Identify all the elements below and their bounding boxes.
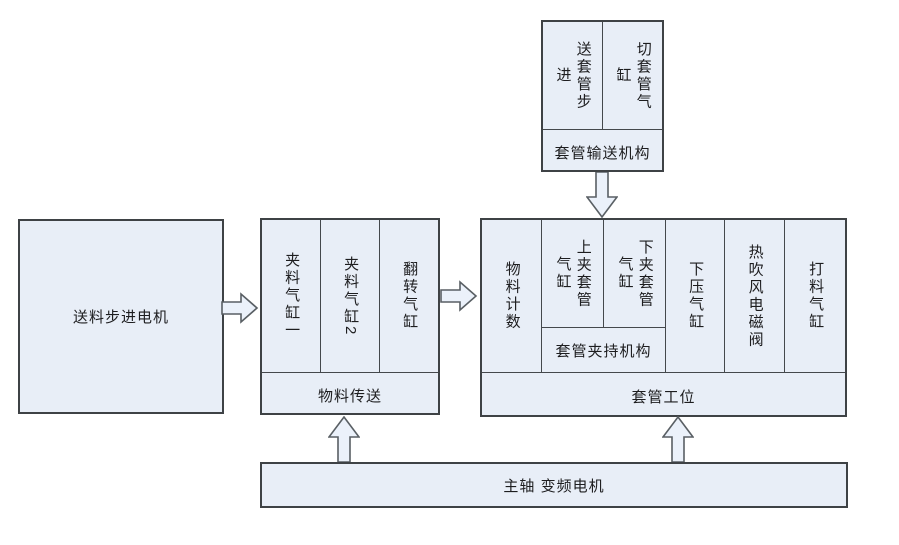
cell-sleeve-feed-stepper-label: 送套管步进 — [554, 40, 592, 111]
sleeve-clamp-title: 套管夹持机构 — [555, 342, 652, 360]
box-material-transfer-unit: 夹料气缸一 夹料气缸2 翻转气缸 物料传送 — [260, 218, 440, 415]
cell-clamp-cylinder-2-label: 夹料气缸2 — [342, 255, 360, 337]
sleeve-conveyor-title: 套管输送机构 — [554, 144, 651, 162]
arrow-right-icon — [440, 280, 478, 312]
box-spindle-motor: 主轴 变频电机 — [260, 462, 848, 508]
cell-sleeve-cut-cylinder: 切套管气缸 — [603, 22, 662, 129]
cell-eject-cylinder: 打料气缸 — [785, 220, 845, 372]
cell-flip-cylinder-label: 翻转气缸 — [401, 261, 419, 331]
spindle-motor-label: 主轴 变频电机 — [503, 477, 605, 495]
sleeve-station-footer: 套管工位 — [482, 372, 845, 419]
cell-hot-air-solenoid-valve: 热吹风电磁阀 — [725, 220, 785, 372]
cell-clamp-cylinder-2: 夹料气缸2 — [321, 220, 380, 372]
cell-clamp-cylinder-1-label: 夹料气缸一 — [283, 252, 301, 340]
cell-eject-cylinder-label: 打料气缸 — [807, 261, 825, 331]
cell-lower-clamp-cylinder-label: 下夹套管气缸 — [616, 238, 654, 309]
sleeve-clamp-footer: 套管夹持机构 — [542, 328, 665, 372]
cell-hot-air-solenoid-valve-label: 热吹风电磁阀 — [746, 243, 764, 349]
cell-sleeve-feed-stepper: 送套管步进 — [543, 22, 603, 129]
cell-lower-clamp-cylinder: 下夹套管气缸 — [604, 220, 665, 328]
material-transfer-cells: 夹料气缸一 夹料气缸2 翻转气缸 — [262, 220, 438, 372]
sleeve-clamp-group: 上夹套管气缸 下夹套管气缸 套管夹持机构 — [542, 220, 666, 372]
arrow-up-icon — [328, 416, 360, 462]
cell-material-counter: 物料计数 — [482, 220, 542, 372]
box-sleeve-conveyor-unit: 送套管步进 切套管气缸 套管输送机构 — [541, 20, 664, 172]
cell-upper-clamp-cylinder-label: 上夹套管气缸 — [554, 238, 592, 309]
cell-clamp-cylinder-1: 夹料气缸一 — [262, 220, 321, 372]
box-feed-stepper-motor: 送料步进电机 — [18, 219, 224, 414]
cell-upper-clamp-cylinder: 上夹套管气缸 — [542, 220, 604, 328]
feed-stepper-motor-label: 送料步进电机 — [72, 309, 169, 326]
arrow-up-icon — [662, 416, 694, 462]
cell-press-down-cylinder: 下压气缸 — [666, 220, 725, 372]
sleeve-station-title: 套管工位 — [631, 388, 696, 406]
cell-flip-cylinder: 翻转气缸 — [380, 220, 438, 372]
material-transfer-footer: 物料传送 — [262, 372, 438, 417]
box-sleeve-station-unit: 物料计数 上夹套管气缸 下夹套管气缸 套管夹持机构 下压气缸 — [480, 218, 847, 417]
sleeve-station-cells: 物料计数 上夹套管气缸 下夹套管气缸 套管夹持机构 下压气缸 — [482, 220, 845, 372]
arrow-down-icon — [586, 172, 618, 218]
cell-sleeve-cut-cylinder-label: 切套管气缸 — [614, 40, 652, 111]
sleeve-conveyor-footer: 套管输送机构 — [543, 129, 662, 174]
material-transfer-title: 物料传送 — [317, 387, 382, 405]
sleeve-clamp-cells: 上夹套管气缸 下夹套管气缸 — [542, 220, 665, 328]
cell-press-down-cylinder-label: 下压气缸 — [687, 261, 705, 331]
arrow-right-icon — [221, 292, 259, 324]
cell-material-counter-label: 物料计数 — [503, 261, 521, 331]
sleeve-conveyor-cells: 送套管步进 切套管气缸 — [543, 22, 662, 129]
